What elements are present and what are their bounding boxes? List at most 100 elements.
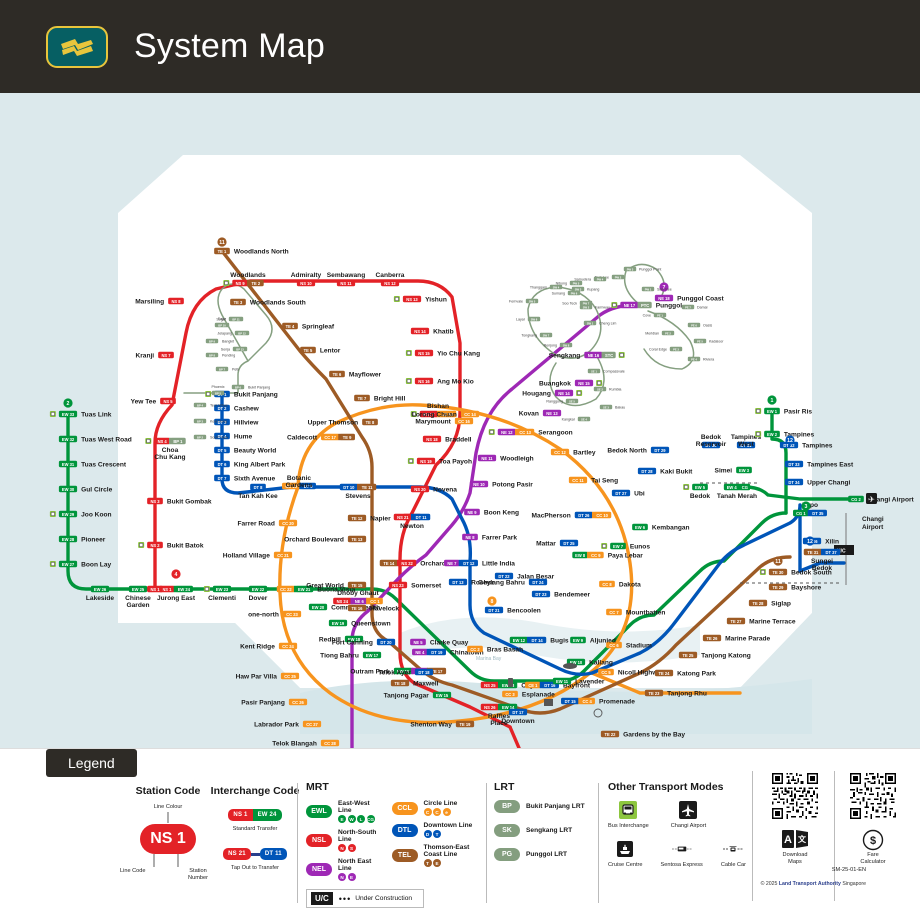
station-chip[interactable]: NS 19 — [416, 457, 436, 465]
station-chip[interactable]: NS 5 — [160, 397, 176, 405]
station-chip[interactable]: TE 27 — [726, 617, 746, 625]
station-chip[interactable]: NS 16 — [414, 377, 434, 385]
station-chip[interactable]: EW 28 — [58, 535, 78, 543]
station-chip[interactable]: EW 3 — [736, 466, 752, 474]
station-chip[interactable]: EW 25 — [128, 585, 148, 593]
station[interactable]: NS 1 — [147, 585, 163, 593]
station-chip[interactable]: TE 23 — [644, 689, 664, 697]
lrt-station-chip[interactable]: PW 2 — [611, 274, 625, 280]
station-chip[interactable]: NS 14 — [410, 327, 430, 335]
station-chip[interactable]: EW 7 — [610, 542, 626, 550]
lrt-station-chip[interactable]: PE 2 — [661, 330, 675, 336]
station-chip[interactable]: CC 28 — [320, 739, 340, 747]
station-chip[interactable]: EW 2 — [764, 430, 780, 438]
station-chip[interactable]: DT 32 — [779, 441, 799, 449]
station-chip[interactable]: DT 6 — [214, 460, 230, 468]
station-chip[interactable]: TE 6 — [329, 370, 345, 378]
lrt-station-chip[interactable]: SE 5 — [565, 398, 579, 404]
lrt-station-chip[interactable]: SE 2 — [593, 386, 607, 392]
lrt-station-chip[interactable]: PW 6 — [567, 290, 581, 296]
station-chip[interactable]: TE 18 — [390, 679, 410, 687]
station-chip[interactable]: DT 7 — [214, 474, 230, 482]
station-chip[interactable]: EW 11 — [552, 677, 572, 685]
lrt-station-chip[interactable]: BP 9 — [205, 338, 219, 344]
station-chip[interactable]: TE 15 — [347, 581, 367, 589]
station-chip[interactable]: EW 17 — [362, 651, 382, 659]
lrt-station-chip[interactable]: SW 2 — [579, 304, 593, 310]
station-chip[interactable]: CC 24 — [278, 642, 298, 650]
station-chip[interactable]: CG 2 — [848, 495, 864, 503]
station-chip[interactable]: TE 7 — [354, 394, 370, 402]
lrt-station-chip[interactable]: PE 4 — [687, 356, 701, 362]
lrt-station-chip[interactable]: SW 7 — [539, 332, 553, 338]
station-chip[interactable]: NE 15 — [574, 379, 594, 387]
station-chip[interactable]: TE 13 — [347, 535, 367, 543]
station-chip[interactable]: CC 20 — [278, 519, 298, 527]
station-chip[interactable]: EW 30 — [58, 485, 78, 493]
lrt-station-chip[interactable]: BP 11 — [228, 316, 244, 322]
station-chip[interactable]: DT 4 — [214, 432, 230, 440]
station-chip[interactable]: CC 2 — [467, 645, 483, 653]
station-chip[interactable]: TE 5 — [300, 346, 316, 354]
lrt-station-chip[interactable]: BP 5 — [211, 390, 225, 396]
station-chip[interactable]: CC 5 — [598, 668, 614, 676]
station-chip[interactable]: CC 16 — [454, 417, 474, 425]
station-chip[interactable]: DT 31 — [736, 441, 756, 449]
